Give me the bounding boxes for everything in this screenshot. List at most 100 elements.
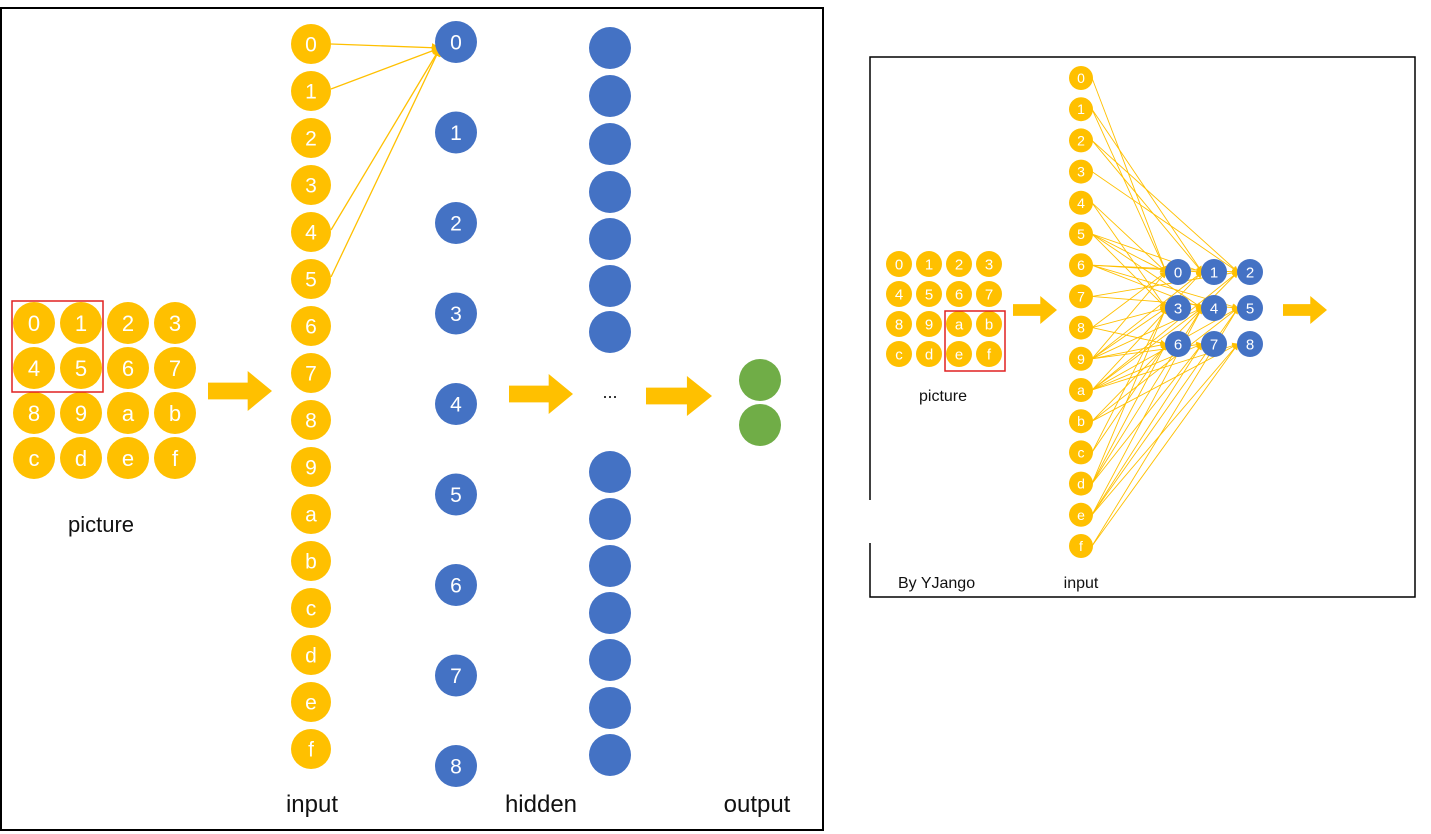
right-conn-8-to-3 xyxy=(1091,306,1167,329)
right-pixel-8-label: 8 xyxy=(895,316,903,333)
left-hidden-node-7 xyxy=(435,654,477,697)
right-input-node-4 xyxy=(1069,190,1093,215)
right-input-node-a xyxy=(1069,378,1093,402)
right-pixel-1 xyxy=(916,251,942,277)
left-deep-node-1 xyxy=(589,27,631,69)
right-input-node-0 xyxy=(1069,66,1093,90)
right-hidden-node-8-label: 8 xyxy=(1246,336,1254,353)
right-pixel-3-label: 3 xyxy=(985,256,993,273)
right-pixel-7-label: 7 xyxy=(985,286,993,303)
right-input-node-b-label: b xyxy=(1077,413,1085,429)
right-pixel-a-label: a xyxy=(955,316,964,333)
right-pixel-d xyxy=(916,341,942,367)
right-conn-c-to-3 xyxy=(1091,307,1167,453)
right-conn-4-to-0 xyxy=(1091,202,1167,273)
right-conn-a-to-4 xyxy=(1091,307,1203,391)
left-pixel-2 xyxy=(107,302,149,344)
right-hidden-node-7-label: 7 xyxy=(1210,336,1218,353)
left-input-node-d-label: d xyxy=(305,645,317,668)
left-pixel-c-label: c xyxy=(29,446,40,471)
right-conn-5-to-4 xyxy=(1091,233,1203,309)
right-pixel-7 xyxy=(976,281,1002,307)
right-conn-9-to-3 xyxy=(1091,307,1167,360)
right-picture-highlight xyxy=(944,310,1006,372)
right-conn-c-to-6 xyxy=(1091,343,1167,453)
left-input-node-6 xyxy=(291,306,331,346)
left-input-node-b xyxy=(291,541,331,581)
right-conn-d-to-6 xyxy=(1091,343,1167,484)
right-hidden-node-4 xyxy=(1201,295,1227,321)
left-input-node-2-label: 2 xyxy=(305,128,317,151)
left-panel-frame xyxy=(0,7,824,831)
left-ellipsis: ... xyxy=(602,382,617,402)
right-conn-b-to-5 xyxy=(1091,307,1239,422)
left-pixel-2-label: 2 xyxy=(122,311,134,336)
left-conn-0 xyxy=(330,43,441,53)
left-input-node-e-label: e xyxy=(305,692,317,715)
right-input-node-3 xyxy=(1069,159,1093,184)
right-pixel-5 xyxy=(916,281,942,307)
left-pixel-a xyxy=(107,392,149,434)
left-hidden-node-7-label: 7 xyxy=(450,665,462,688)
right-conn-8-to-0 xyxy=(1091,271,1167,328)
left-input-node-7 xyxy=(291,353,331,393)
right-input-node-b xyxy=(1069,409,1093,434)
left-deep-node-7 xyxy=(589,311,631,353)
right-input-node-7 xyxy=(1069,284,1093,309)
right-input-node-8-label: 8 xyxy=(1077,320,1085,336)
left-pixel-9 xyxy=(60,392,102,434)
right-conn-8-to-6 xyxy=(1091,327,1167,346)
left-arrow-deep-to-output xyxy=(646,376,712,416)
left-pixel-5-label: 5 xyxy=(75,356,87,381)
left-input-node-3-label: 3 xyxy=(305,175,317,198)
left-input-node-d xyxy=(291,635,331,675)
left-picture-label: picture xyxy=(68,512,134,537)
right-input-node-f-label: f xyxy=(1079,538,1083,554)
right-conn-5-to-0 xyxy=(1091,233,1167,273)
left-input-node-a-label: a xyxy=(305,504,317,527)
left-input-node-1-label: 1 xyxy=(305,81,317,104)
left-input-node-5 xyxy=(291,259,331,299)
right-hidden-node-1 xyxy=(1201,259,1227,285)
left-hidden-node-8-label: 8 xyxy=(450,756,462,779)
left-input-node-f xyxy=(291,729,331,769)
right-arrow-picture-to-input xyxy=(1013,296,1057,324)
right-pixel-1-label: 1 xyxy=(925,256,933,273)
left-input-node-5-label: 5 xyxy=(305,269,317,292)
right-pixel-2-label: 2 xyxy=(955,256,963,273)
right-hidden-node-6-label: 6 xyxy=(1174,336,1182,353)
left-hidden-node-2-label: 2 xyxy=(450,213,462,236)
left-input-node-1 xyxy=(291,71,331,111)
right-pixel-a xyxy=(946,311,972,337)
left-hidden-node-1 xyxy=(435,111,477,154)
right-hidden-node-6 xyxy=(1165,331,1191,357)
right-pixel-5-label: 5 xyxy=(925,286,933,303)
left-input-node-4 xyxy=(291,212,331,252)
left-pixel-1-label: 1 xyxy=(75,311,87,336)
right-hidden-node-0 xyxy=(1165,259,1191,285)
right-conn-e-to-7 xyxy=(1091,343,1203,516)
left-pixel-6 xyxy=(107,347,149,389)
left-arrow-hidden-to-deep xyxy=(509,374,573,414)
right-conn-2-to-2 xyxy=(1091,140,1239,273)
left-hidden-node-2 xyxy=(435,202,477,244)
right-hidden-node-2 xyxy=(1237,259,1263,285)
right-hidden-node-3 xyxy=(1165,295,1191,321)
right-conn-3-to-2 xyxy=(1091,171,1239,273)
right-pixel-c xyxy=(886,341,912,367)
right-input-node-1 xyxy=(1069,97,1093,122)
left-hidden-node-6 xyxy=(435,564,477,606)
left-pixel-9-label: 9 xyxy=(75,401,87,426)
right-flow-arrows xyxy=(1013,296,1327,324)
left-deep-node-6 xyxy=(589,265,631,307)
right-hidden-node-0-label: 0 xyxy=(1174,264,1182,281)
left-pixel-b-label: b xyxy=(169,401,181,426)
right-conn-d-to-3 xyxy=(1091,307,1167,484)
left-deep-hidden-layer xyxy=(589,27,631,776)
